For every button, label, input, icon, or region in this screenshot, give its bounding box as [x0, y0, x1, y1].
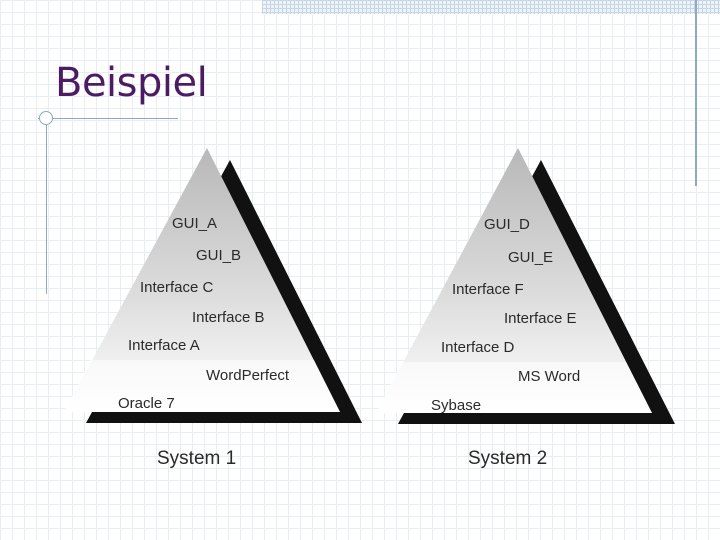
pyramid-bottom-band [64, 360, 340, 412]
layer-label: Interface F [452, 281, 524, 298]
layer-label: GUI_E [508, 249, 553, 266]
top-decor-band [262, 0, 720, 14]
right-decor-rule [695, 0, 697, 186]
corner-circle-marker [39, 111, 53, 125]
layer-label: Interface E [504, 310, 577, 327]
layer-label: Sybase [431, 397, 481, 414]
layer-label: GUI_D [484, 216, 530, 233]
left-decor-rule [46, 118, 47, 294]
layer-label: Interface A [128, 337, 200, 354]
layer-label: Interface B [192, 309, 265, 326]
title-underline [38, 118, 178, 119]
system-caption: System 1 [157, 448, 236, 469]
pyramid-system-1: GUI_A GUI_B Interface C Interface B Inte… [64, 148, 362, 469]
pyramid-face [64, 148, 340, 412]
layer-label: GUI_B [196, 247, 241, 264]
layer-label: GUI_A [172, 215, 217, 232]
pyramid-bottom-band [376, 362, 652, 413]
layer-label: MS Word [518, 368, 580, 385]
layer-label: Interface C [140, 279, 214, 296]
system-caption: System 2 [468, 448, 547, 469]
layer-label: WordPerfect [206, 367, 290, 384]
pyramid-system-2: GUI_D GUI_E Interface F Interface E Inte… [376, 148, 675, 469]
layer-label: Interface D [441, 339, 515, 356]
layer-label: Oracle 7 [118, 395, 175, 412]
slide-title: Beispiel [55, 60, 208, 106]
pyramid-face [376, 148, 652, 413]
